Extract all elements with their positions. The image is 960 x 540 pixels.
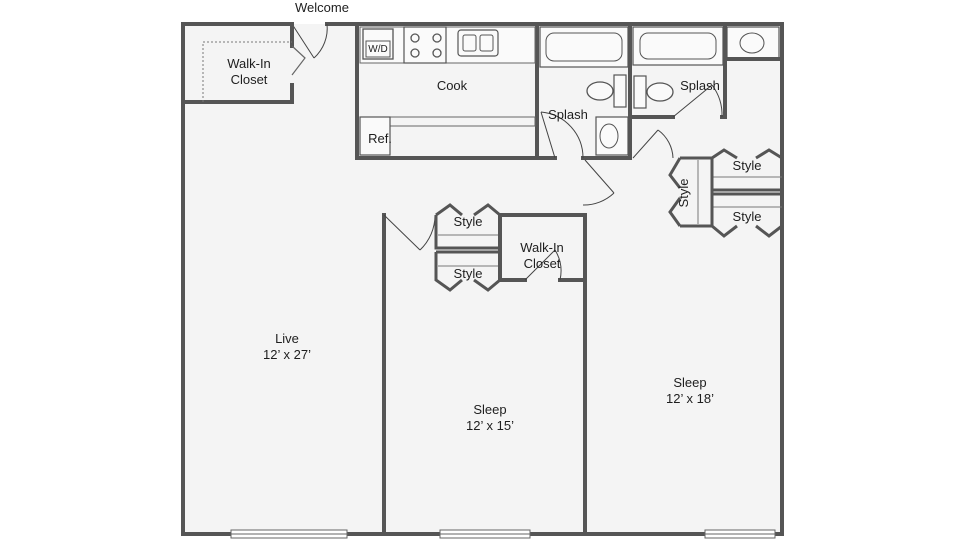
- kitchen-label: Cook: [436, 78, 468, 93]
- bedroom-1-label: Sleep 12’ x 15’: [440, 402, 540, 434]
- closet-c-label: Style: [732, 158, 762, 173]
- entry-label: Welcome: [295, 0, 349, 15]
- stove: [403, 26, 447, 64]
- bath-1-door: [540, 111, 584, 159]
- living-label: Live 12’ x 27’: [234, 331, 340, 363]
- hallway-door-2: [582, 159, 615, 206]
- bath-2-wall: [628, 22, 727, 119]
- kitchen-sink: [457, 29, 499, 57]
- walkin-closet-2-label: Walk-In Closet: [508, 240, 576, 272]
- closet-e: [668, 156, 714, 228]
- closet-d: [711, 192, 783, 238]
- walkin-closet-1-label: Walk-In Closet: [214, 56, 284, 88]
- closet-e-label: Style: [676, 178, 691, 208]
- toilet-1: [586, 74, 627, 108]
- closet-d-label: Style: [732, 209, 762, 224]
- washer-dryer: [362, 28, 394, 60]
- living-name: Live: [275, 331, 299, 346]
- closet-b-label: Style: [453, 266, 483, 281]
- bedroom-1-size: 12’ x 15’: [466, 418, 514, 433]
- walkin-closet-2-door: [524, 249, 562, 281]
- bedroom-2-label: Sleep 12’ x 18’: [640, 375, 740, 407]
- bathtub-1: [539, 26, 629, 68]
- washer-dryer-label: W/D: [368, 44, 388, 55]
- bath-2-label: Splash: [680, 78, 720, 93]
- refrigerator: [359, 116, 391, 156]
- kitchen-wall: [355, 22, 539, 160]
- walkin-closet-1-line2: Closet: [230, 72, 268, 87]
- bedroom-2-size: 12’ x 18’: [666, 391, 714, 406]
- refrigerator-label: Ref.: [368, 131, 392, 146]
- bathtub-2: [632, 26, 724, 66]
- closet-c: [711, 148, 783, 192]
- window-live: [230, 529, 348, 539]
- bath-1-wall: [535, 22, 632, 160]
- window-sleep-2: [704, 529, 776, 539]
- bath-1-label: Splash: [548, 107, 588, 122]
- closet-a-label: Style: [453, 214, 483, 229]
- entry-door: [291, 23, 328, 59]
- hall-door-1: [632, 129, 674, 159]
- living-size: 12’ x 27’: [263, 347, 311, 362]
- window-sleep-1: [439, 529, 531, 539]
- bedroom-1-name: Sleep: [473, 402, 507, 417]
- walkin-closet-2-line2: Closet: [523, 256, 561, 271]
- bath-1-sink: [595, 116, 629, 156]
- walkin-closet-1-line1: Walk-In: [227, 56, 271, 71]
- walkin-closet-1-door: [291, 45, 306, 76]
- bedroom-2-name: Sleep: [673, 375, 707, 390]
- closet-b: [434, 250, 502, 292]
- closet-a: [434, 203, 502, 250]
- toilet-2: [633, 75, 674, 109]
- walkin-closet-1-shelf: [202, 41, 292, 102]
- walkin-closet-2-line1: Walk-In: [520, 240, 564, 255]
- bath-2-door: [672, 84, 723, 118]
- bath-2-sink: [726, 26, 780, 60]
